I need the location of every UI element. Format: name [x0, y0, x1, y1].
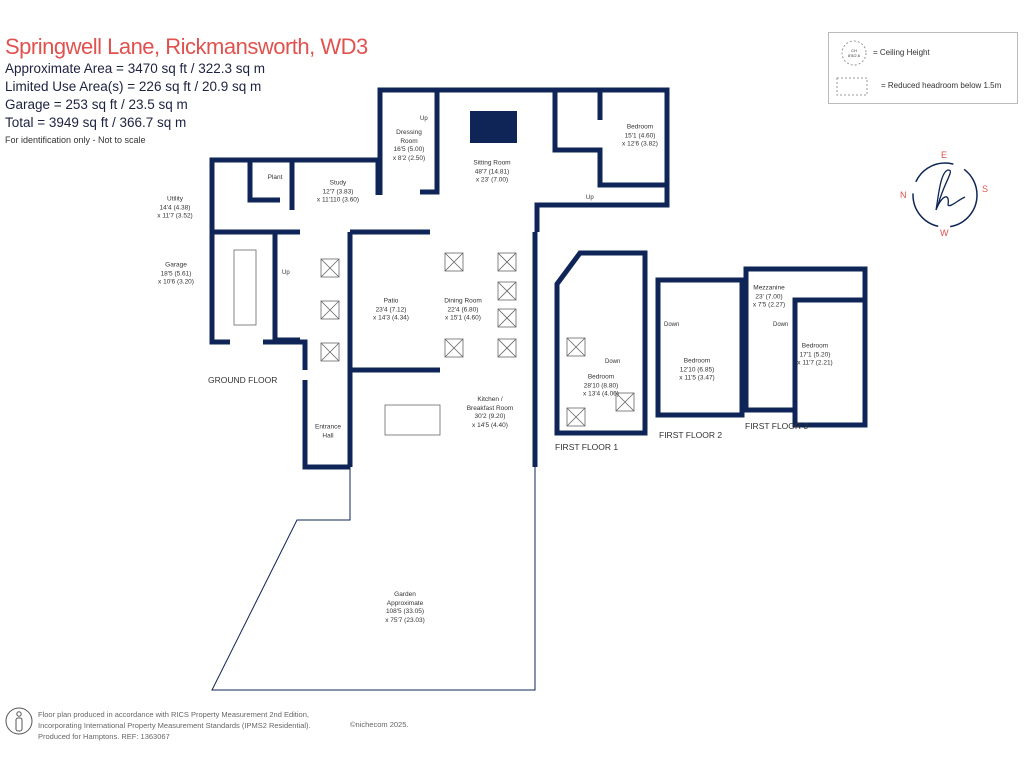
wall-first-floor-1: [554, 250, 648, 436]
room-kitchen: Kitchen / Breakfast Room 30'2 (9.20) x 1…: [466, 396, 514, 429]
wall-garage-bottom: [263, 339, 308, 370]
compass-rose: [912, 162, 978, 228]
stairs-up-label: Up: [420, 116, 428, 122]
person-scale-icon-ring: [5, 707, 33, 735]
footer-copyright: ©nichecom 2025.: [350, 720, 409, 729]
skylight: [444, 252, 464, 272]
approximate-area: Approximate Area = 3470 sq ft / 322.3 sq…: [5, 61, 266, 76]
garden-boundary: [211, 467, 536, 691]
skylight-cross: [566, 407, 586, 427]
room-bedroom-ff2: Bedroom 12'10 (6.85) x 11'5 (3.47): [679, 357, 715, 382]
skylight: [566, 337, 586, 357]
compass-n: N: [900, 190, 907, 200]
room-bedroom-ff3: Bedroom 17'1 (5.20) x 11'7 (2.21): [797, 342, 833, 367]
skylight: [320, 342, 340, 362]
floor-label-ground: GROUND FLOOR: [208, 375, 278, 385]
compass-w: W: [940, 228, 949, 238]
reduced-headroom-symbol: [836, 77, 868, 96]
room-utility: Utility 14'4 (4.38) x 11'7 (3.52): [157, 195, 193, 220]
wall-plant: [247, 160, 280, 203]
room-bedroom-ground: Bedroom 15'1 (4.60) x 12'6 (3.82): [622, 123, 658, 148]
room-dining-room: Dining Room 22'4 (6.80) x 15'1 (4.60): [444, 297, 482, 322]
skylight-cross: [444, 338, 464, 358]
room-dressing-room: Dressing Room 16'5 (5.00) x 8'2 (2.50): [392, 129, 426, 162]
kitchen-island: [384, 404, 441, 436]
room-patio: Patio 23'4 (7.12) x 14'3 (4.34): [373, 297, 409, 322]
skylight: [497, 252, 517, 272]
stairs-down-label: Down: [773, 322, 789, 328]
floor-label-first-2: FIRST FLOOR 2: [659, 430, 723, 440]
skylight-cross: [566, 337, 586, 357]
floor-label-first-3: FIRST FLOOR 3: [745, 421, 809, 431]
skylight-cross: [615, 392, 635, 412]
skylight: [615, 392, 635, 412]
legend-box: CH 8'5/2.6 = Ceiling Height = Reduced he…: [828, 32, 1018, 104]
stairs-up-label: Up: [282, 270, 290, 276]
skylight: [497, 308, 517, 328]
wall-bed-ensuite: [552, 90, 667, 188]
brand-logo-icon: [935, 169, 966, 211]
skylight-cross: [497, 338, 517, 358]
wall-dressing-room: [420, 90, 440, 195]
limited-use-area: Limited Use Area(s) = 226 sq ft / 20.9 s…: [5, 79, 262, 94]
room-plant: Plant: [267, 173, 283, 181]
wall-dressing-block: [377, 87, 670, 232]
room-garage: Garage 18'5 (5.61) x 10'6 (3.20): [158, 261, 194, 286]
wall-study-block: [209, 157, 381, 345]
garage-area: Garage = 253 sq ft / 23.5 sq m: [5, 97, 188, 112]
compass-s: S: [982, 184, 989, 194]
skylight: [444, 338, 464, 358]
total-area: Total = 3949 sq ft / 366.7 sq m: [5, 115, 187, 130]
room-bedroom-ff1: Bedroom 28'10 (8.80) x 13'4 (4.06): [583, 373, 619, 398]
skylight-cross: [320, 300, 340, 320]
property-title: Springwell Lane, Rickmansworth, WD3: [5, 34, 368, 59]
skylight-cross: [497, 281, 517, 301]
wall-first-floor-3: [743, 266, 868, 428]
wall-first-floor-2: [655, 277, 745, 418]
wall-entrance: [302, 380, 350, 470]
stairs-down-label: Down: [664, 322, 680, 328]
skylight-cross: [320, 342, 340, 362]
skylight-cross: [444, 252, 464, 272]
footer-compliance-text: Floor plan produced in accordance with R…: [38, 710, 311, 741]
person-scale-icon-head: [16, 711, 22, 717]
person-scale-icon-body: [15, 717, 23, 732]
skylight-cross: [497, 308, 517, 328]
compass-e: E: [941, 150, 948, 160]
ceiling-symbol-text: CH 8'5/2.6: [848, 48, 860, 58]
garage-car-outline: [233, 249, 257, 326]
skylight: [497, 281, 517, 301]
stairs-down-label: Down: [605, 359, 621, 365]
skylight-cross: [497, 252, 517, 272]
ceiling-height-symbol: [841, 40, 867, 66]
room-study: Study 12'7 (3.83) x 11'110 (3.60): [316, 179, 360, 204]
skylight: [566, 407, 586, 427]
room-mezzanine: Mezzanine 23' (7.00) x 7'5 (2.27): [752, 284, 786, 309]
skylight: [320, 258, 340, 278]
legend-symbols: [836, 40, 868, 96]
ceiling-height-label: = Ceiling Height: [873, 48, 930, 57]
wall-wc: [272, 232, 300, 343]
reduced-headroom-label: = Reduced headroom below 1.5m: [881, 81, 1002, 90]
room-sitting-room: Sitting Room 48'7 (14.81) x 23' (7.00): [473, 159, 511, 184]
skylight-cross: [320, 258, 340, 278]
room-entrance-hall: Entrance Hall: [314, 423, 342, 440]
wall-ff3-inner: [792, 297, 865, 410]
skylight: [497, 338, 517, 358]
sitting-room-fireplace: [470, 111, 517, 143]
disclaimer-note: For identification only - Not to scale: [5, 135, 146, 145]
stairs-up-label: Up: [586, 195, 594, 201]
compass-ring: [912, 162, 978, 228]
skylight: [320, 300, 340, 320]
room-garden: Garden Approximate 108'5 (33.05) x 75'7 …: [385, 591, 425, 624]
floor-label-first-1: FIRST FLOOR 1: [555, 442, 619, 452]
